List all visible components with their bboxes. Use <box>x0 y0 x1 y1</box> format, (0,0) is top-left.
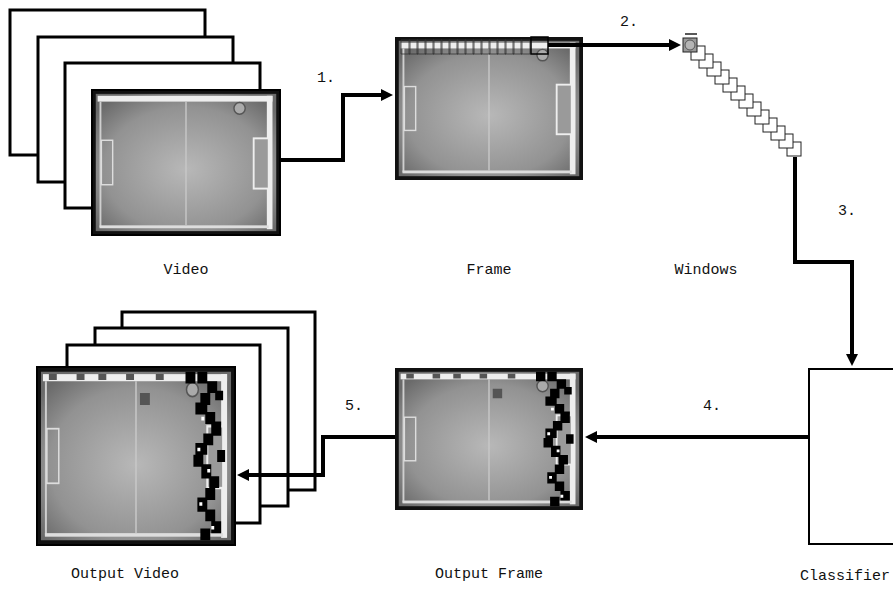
output-frame-image: Output Frame <box>395 368 583 510</box>
frame-image: Frame <box>395 37 583 180</box>
detections <box>406 372 573 506</box>
step-number: 4. <box>702 398 722 416</box>
current-window <box>531 37 548 54</box>
scan-windows <box>401 40 530 54</box>
frame-outline <box>37 367 235 545</box>
step-number: 5. <box>344 398 364 416</box>
video-stack: Video <box>92 90 280 235</box>
field-image <box>92 90 280 235</box>
node-caption: Output Frame <box>435 566 543 584</box>
classifier-box: Classifier <box>808 368 893 545</box>
step-number: 1. <box>316 70 336 88</box>
field-image <box>37 367 235 545</box>
flow-arrow <box>795 157 852 354</box>
output-video-stack: Output Video <box>37 367 235 545</box>
frame-outline <box>92 90 280 235</box>
node-caption: Video <box>163 262 208 280</box>
field-image <box>395 37 583 180</box>
window-bar <box>685 33 697 35</box>
flow-arrow <box>249 437 395 475</box>
node-caption: Frame <box>466 262 511 280</box>
detections <box>49 372 225 541</box>
step-number: 2. <box>619 14 639 32</box>
flow-arrow <box>597 435 808 439</box>
ball <box>685 40 695 50</box>
node-caption: Classifier <box>800 568 890 586</box>
window-patch <box>683 38 697 52</box>
connectors <box>249 45 852 475</box>
step-number: 3. <box>837 203 857 221</box>
arrow-stub <box>548 43 584 47</box>
flow-arrow <box>280 95 381 160</box>
field-image <box>395 368 583 510</box>
node-caption: Windows <box>675 262 738 280</box>
node-caption: Output Video <box>71 566 179 584</box>
flow-arrow <box>583 43 669 47</box>
window-stack: Windows <box>683 35 803 157</box>
